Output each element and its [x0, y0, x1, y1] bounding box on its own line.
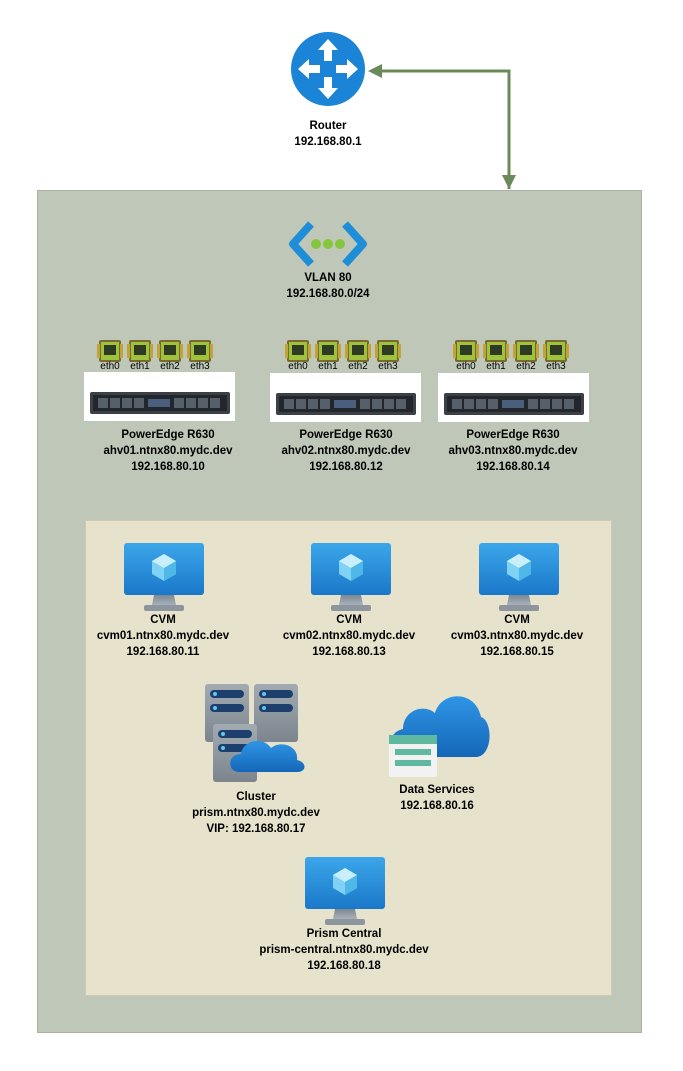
nic-card: eth1	[127, 340, 153, 372]
host-fqdn: ahv03.ntnx80.mydc.dev	[448, 445, 578, 457]
data-services-label: Data Services 192.168.80.16	[337, 782, 537, 814]
host-fqdn: ahv01.ntnx80.mydc.dev	[103, 445, 233, 457]
prism-central-ip: 192.168.80.18	[307, 960, 381, 972]
host3-nics: eth0 eth1 eth2 eth3	[453, 340, 569, 372]
host2-server	[270, 373, 421, 422]
vlan-title: VLAN 80	[304, 272, 352, 284]
host-ip: 192.168.80.10	[131, 461, 205, 473]
router-icon	[291, 32, 365, 106]
host-ip: 192.168.80.14	[476, 461, 550, 473]
cvm1-vm-icon	[124, 543, 204, 613]
nic-icon	[543, 340, 569, 362]
cvm1-label: CVM cvm01.ntnx80.mydc.dev 192.168.80.11	[63, 612, 263, 660]
data-services-title: Data Services	[399, 784, 475, 796]
nic-label: eth2	[160, 361, 180, 372]
nic-label: eth0	[100, 361, 120, 372]
host2-nics: eth0 eth1 eth2 eth3	[285, 340, 401, 372]
nic-icon	[453, 340, 479, 362]
host1-nics: eth0 eth1 eth2 eth3	[97, 340, 213, 372]
nic-card: eth3	[187, 340, 213, 372]
nic-icon	[285, 340, 311, 362]
nic-label: eth2	[348, 361, 368, 372]
data-services-ip: 192.168.80.16	[400, 800, 474, 812]
cvm3-label: CVM cvm03.ntnx80.mydc.dev 192.168.80.15	[417, 612, 617, 660]
prism-central-vm-icon	[305, 857, 385, 927]
cluster-icon	[205, 684, 305, 782]
nic-icon	[375, 340, 401, 362]
nic-icon	[97, 340, 123, 362]
host-model: PowerEdge R630	[466, 429, 560, 441]
host3-label: PowerEdge R630 ahv03.ntnx80.mydc.dev 192…	[413, 427, 613, 475]
nic-card: eth3	[543, 340, 569, 372]
nic-icon	[157, 340, 183, 362]
prism-central-title: Prism Central	[306, 928, 382, 940]
nic-label: eth3	[190, 361, 210, 372]
host3-server	[438, 373, 589, 422]
host2-label: PowerEdge R630 ahv02.ntnx80.mydc.dev 192…	[246, 427, 446, 475]
cvm2-label: CVM cvm02.ntnx80.mydc.dev 192.168.80.13	[249, 612, 449, 660]
prism-central-label: Prism Central prism-central.ntnx80.mydc.…	[244, 926, 444, 974]
nic-card: eth1	[315, 340, 341, 372]
nic-label: eth2	[516, 361, 536, 372]
server-rack-icon	[276, 393, 416, 415]
cluster-fqdn: prism.ntnx80.mydc.dev	[192, 807, 320, 819]
nic-label: eth3	[546, 361, 566, 372]
nic-label: eth1	[130, 361, 150, 372]
cluster-label: Cluster prism.ntnx80.mydc.dev VIP: 192.1…	[156, 789, 356, 837]
cvm-title: CVM	[336, 614, 362, 626]
nic-card: eth2	[513, 340, 539, 372]
cvm2-vm-icon	[311, 543, 391, 613]
nic-label: eth0	[456, 361, 476, 372]
nic-label: eth1	[318, 361, 338, 372]
host-model: PowerEdge R630	[121, 429, 215, 441]
vlan-icon	[289, 221, 367, 267]
cvm-fqdn: cvm01.ntnx80.mydc.dev	[96, 630, 230, 642]
nic-card: eth2	[157, 340, 183, 372]
vlan-label: VLAN 80 192.168.80.0/24	[228, 270, 428, 302]
cvm3-vm-icon	[479, 543, 559, 613]
router-label: Router 192.168.80.1	[228, 118, 428, 150]
cvm-ip: 192.168.80.11	[126, 646, 200, 658]
nic-label: eth1	[486, 361, 506, 372]
nic-card: eth2	[345, 340, 371, 372]
server-rack-icon	[444, 393, 584, 415]
nic-card: eth0	[97, 340, 123, 372]
nic-icon	[483, 340, 509, 362]
vlan-subnet: 192.168.80.0/24	[286, 288, 370, 300]
cvm-ip: 192.168.80.13	[312, 646, 386, 658]
data-services-icon	[389, 696, 490, 777]
cluster-title: Cluster	[236, 791, 276, 803]
cvm-title: CVM	[504, 614, 530, 626]
cvm-ip: 192.168.80.15	[480, 646, 554, 658]
host-model: PowerEdge R630	[299, 429, 393, 441]
cluster-vip: VIP: 192.168.80.17	[206, 823, 306, 835]
cvm-fqdn: cvm03.ntnx80.mydc.dev	[450, 630, 584, 642]
nic-icon	[345, 340, 371, 362]
router-link-arrow	[368, 64, 516, 189]
nic-icon	[187, 340, 213, 362]
router-title: Router	[309, 120, 347, 132]
nic-icon	[513, 340, 539, 362]
nic-card: eth1	[483, 340, 509, 372]
router-ip: 192.168.80.1	[294, 136, 362, 148]
nic-card: eth0	[285, 340, 311, 372]
nic-card: eth0	[453, 340, 479, 372]
nic-label: eth3	[378, 361, 398, 372]
server-rack-icon	[90, 392, 230, 414]
host-ip: 192.168.80.12	[309, 461, 383, 473]
nic-label: eth0	[288, 361, 308, 372]
cvm-fqdn: cvm02.ntnx80.mydc.dev	[282, 630, 416, 642]
prism-central-fqdn: prism-central.ntnx80.mydc.dev	[259, 944, 429, 956]
cvm-title: CVM	[150, 614, 176, 626]
nic-icon	[127, 340, 153, 362]
host1-label: PowerEdge R630 ahv01.ntnx80.mydc.dev 192…	[68, 427, 268, 475]
host-fqdn: ahv02.ntnx80.mydc.dev	[281, 445, 411, 457]
nic-card: eth3	[375, 340, 401, 372]
nic-icon	[315, 340, 341, 362]
host1-server	[84, 372, 235, 421]
